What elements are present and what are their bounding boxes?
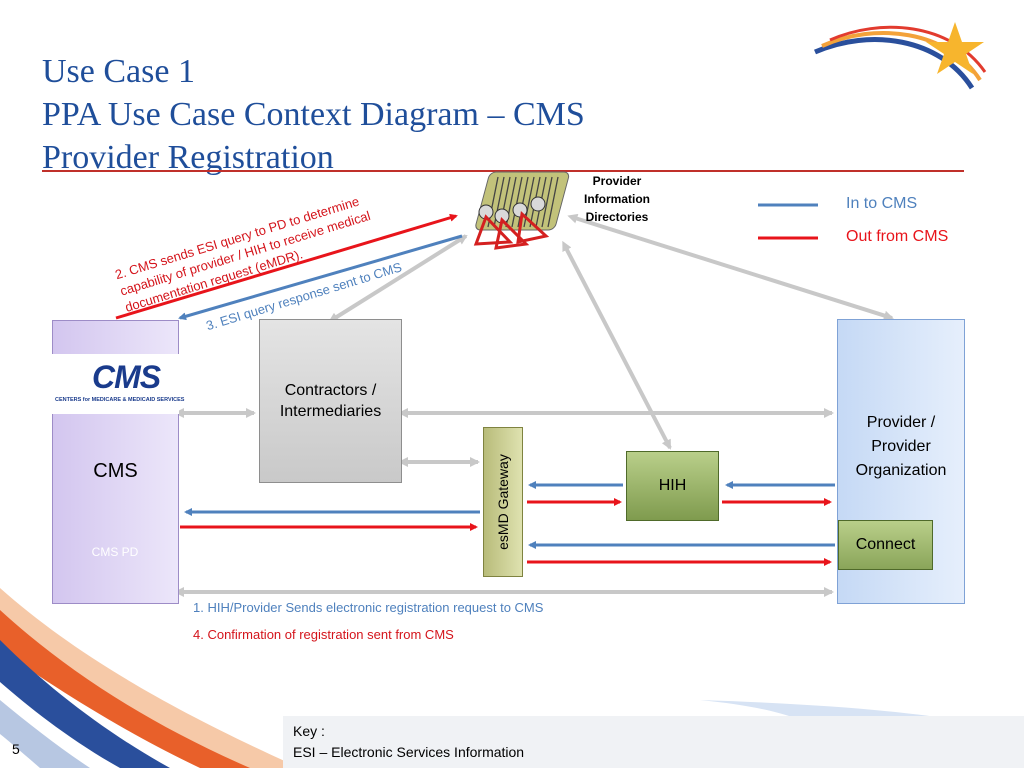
gateway-label: esMD Gateway (495, 454, 512, 550)
server-rack-icon (473, 171, 570, 250)
title-divider (42, 170, 964, 172)
connect-node: Connect (838, 520, 933, 570)
swoosh-star-decoration (814, 22, 987, 90)
arrow-pd-hih (562, 240, 672, 450)
cms-logo-text: CMS (92, 359, 161, 395)
cms-label: CMS (93, 460, 138, 482)
arrow-pd-provider (567, 213, 894, 321)
key-esi-definition: ESI – Electronic Services Information (293, 744, 525, 760)
cms-logo-subtitle: CENTERS for MEDICARE & MEDICAID SERVICES (55, 397, 185, 403)
pd-directories-label: Provider Information Directories (584, 174, 650, 224)
key-heading: Key : (293, 723, 325, 739)
bottom-swoosh-decoration (0, 588, 300, 768)
contractors-label: Contractors / Intermediaries (279, 382, 382, 420)
in-arrows (178, 203, 835, 549)
step4-annotation: 4. Confirmation of registration sent fro… (193, 627, 454, 642)
cms-logo: CMS CENTERS for MEDICARE & MEDICAID SERV… (52, 354, 185, 414)
title-line-1: Use Case 1 (42, 53, 195, 90)
legend-out-label: Out from CMS (846, 228, 949, 245)
connect-label: Connect (855, 536, 916, 553)
title-line-2: PPA Use Case Context Diagram – CMS (42, 96, 585, 133)
hih-node: HIH (626, 451, 719, 521)
arrow-contractors-pd (328, 234, 468, 323)
page-number: 5 (12, 741, 20, 757)
key-panel (283, 716, 1024, 768)
title-line-3: Provider Registration (42, 139, 334, 176)
legend-in-label: In to CMS (846, 195, 918, 212)
provider-label: Provider / Provider Organization (855, 413, 947, 479)
gray-arrows (174, 213, 894, 597)
slide-title: Use Case 1 PPA Use Case Context Diagram … (42, 50, 762, 179)
esmd-gateway-node: esMD Gateway (483, 427, 523, 577)
contractors-node: Contractors / Intermediaries (259, 319, 402, 483)
step1-annotation: 1. HIH/Provider Sends electronic registr… (193, 600, 544, 615)
hih-label: HIH (658, 477, 687, 494)
key-text: Key : ESI – Electronic Services Informat… (293, 721, 524, 763)
out-arrows (115, 213, 832, 566)
cms-pd-label: CMS PD (91, 545, 139, 559)
